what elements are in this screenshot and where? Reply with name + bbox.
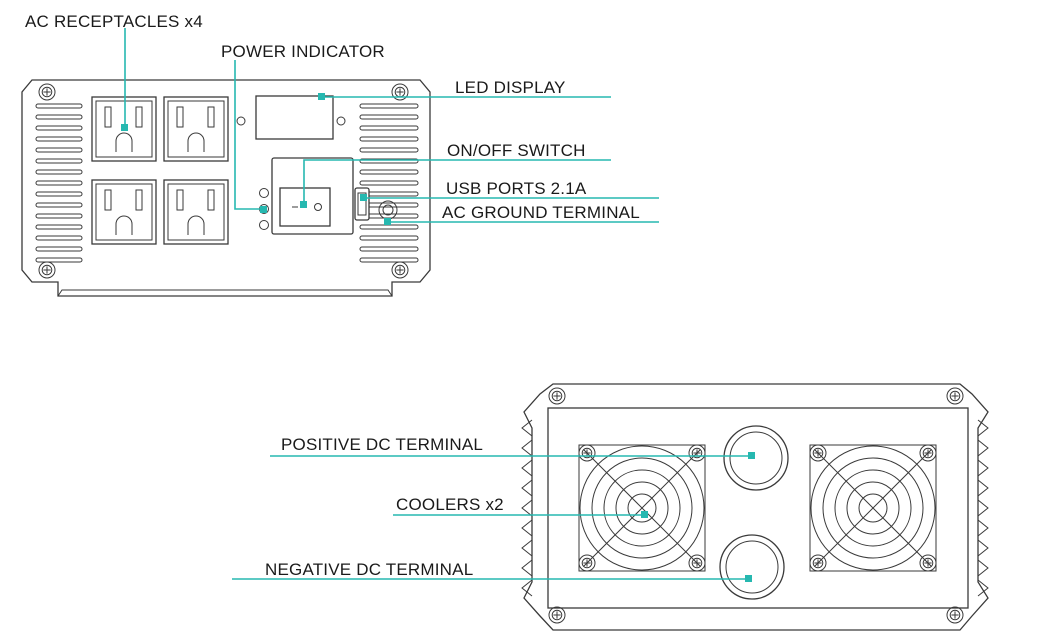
led-screw-right — [336, 116, 346, 126]
rear-right-fins — [977, 419, 989, 597]
ac-ground-terminal[interactable] — [378, 200, 398, 220]
heatsink-fin — [977, 439, 989, 457]
vent-slot — [35, 213, 83, 219]
power-indicator-light-bottom — [259, 220, 269, 230]
screw-icon — [919, 554, 937, 572]
heatsink-fin — [521, 459, 533, 477]
screw-icon — [391, 261, 409, 279]
front-panel — [21, 79, 431, 297]
vent-slot — [359, 224, 419, 230]
power-indicator-light-top — [259, 188, 269, 198]
ac-receptacles — [91, 96, 229, 245]
vent-slot — [35, 103, 83, 109]
right-vents — [359, 103, 419, 263]
vent-slot — [359, 180, 419, 186]
fan-grille-icon — [578, 444, 706, 572]
label-coolers: COOLERS x2 — [396, 495, 504, 514]
vent-slot — [35, 169, 83, 175]
led-display — [255, 95, 334, 140]
vent-slot — [359, 147, 419, 153]
label-led-display: LED DISPLAY — [455, 78, 566, 97]
heatsink-fin — [521, 419, 533, 437]
vent-slot — [359, 158, 419, 164]
rear-leaders — [232, 452, 755, 582]
heatsink-fin — [977, 559, 989, 577]
screw-icon — [38, 83, 56, 101]
screw-icon — [946, 606, 964, 624]
vent-slot — [35, 235, 83, 241]
rear-screws — [548, 387, 964, 624]
screw-icon — [548, 387, 566, 405]
fan-grille-icon — [809, 444, 937, 572]
vent-slot — [35, 147, 83, 153]
heatsink-fin — [977, 579, 989, 597]
label-ac-ground-terminal: AC GROUND TERMINAL — [442, 203, 640, 222]
label-positive-dc-terminal: POSITIVE DC TERMINAL — [281, 435, 483, 454]
vent-slot — [35, 158, 83, 164]
screw-icon — [919, 444, 937, 462]
heatsink-fin — [521, 559, 533, 577]
vent-slot — [359, 136, 419, 142]
left-vents — [35, 103, 83, 263]
front-leaders — [121, 28, 659, 225]
vent-slot — [35, 246, 83, 252]
vent-slot — [35, 114, 83, 120]
rear-inner-panel — [547, 407, 969, 609]
vent-slot — [35, 191, 83, 197]
negative-dc-terminal[interactable] — [719, 534, 785, 600]
vent-slot — [35, 125, 83, 131]
positive-dc-terminal[interactable] — [723, 425, 789, 491]
vent-slot — [359, 246, 419, 252]
ac-outlet-icon[interactable] — [163, 96, 229, 162]
ac-outlet-icon[interactable] — [163, 179, 229, 245]
screw-icon — [946, 387, 964, 405]
vent-slot — [359, 114, 419, 120]
vent-slot — [359, 235, 419, 241]
screw-icon — [38, 261, 56, 279]
label-on-off-switch: ON/OFF SWITCH — [447, 141, 586, 160]
heatsink-fin — [977, 419, 989, 437]
vent-slot — [35, 224, 83, 230]
heatsink-fin — [977, 479, 989, 497]
vent-slot — [359, 169, 419, 175]
heatsink-fin — [977, 519, 989, 537]
screw-icon — [809, 444, 827, 462]
vent-slot — [35, 202, 83, 208]
vent-slot — [359, 103, 419, 109]
screw-icon — [688, 444, 706, 462]
led-screw-left — [236, 116, 246, 126]
screw-icon — [688, 554, 706, 572]
vent-slot — [35, 136, 83, 142]
cooler-fans — [578, 444, 937, 572]
heatsink-fin — [521, 519, 533, 537]
vent-slot — [35, 180, 83, 186]
vent-slot — [35, 257, 83, 263]
rear-left-fins — [521, 419, 533, 597]
rear-panel — [521, 383, 989, 631]
heatsink-fin — [521, 579, 533, 597]
heatsink-fin — [521, 499, 533, 517]
screw-icon — [578, 444, 596, 462]
screw-icon — [809, 554, 827, 572]
heatsink-fin — [977, 459, 989, 477]
label-power-indicator: POWER INDICATOR — [221, 42, 385, 61]
heatsink-fin — [521, 539, 533, 557]
vent-slot — [359, 125, 419, 131]
switch-on-mark — [314, 203, 322, 211]
label-negative-dc-terminal: NEGATIVE DC TERMINAL — [265, 560, 473, 579]
heatsink-fin — [521, 439, 533, 457]
screw-icon — [548, 606, 566, 624]
heatsink-fin — [977, 539, 989, 557]
heatsink-fin — [521, 479, 533, 497]
screw-icon — [578, 554, 596, 572]
label-ac-receptacles: AC RECEPTACLES x4 — [25, 12, 203, 31]
label-usb-ports: USB PORTS 2.1A — [446, 179, 587, 198]
heatsink-fin — [977, 499, 989, 517]
vent-slot — [359, 257, 419, 263]
ac-outlet-icon[interactable] — [91, 179, 157, 245]
